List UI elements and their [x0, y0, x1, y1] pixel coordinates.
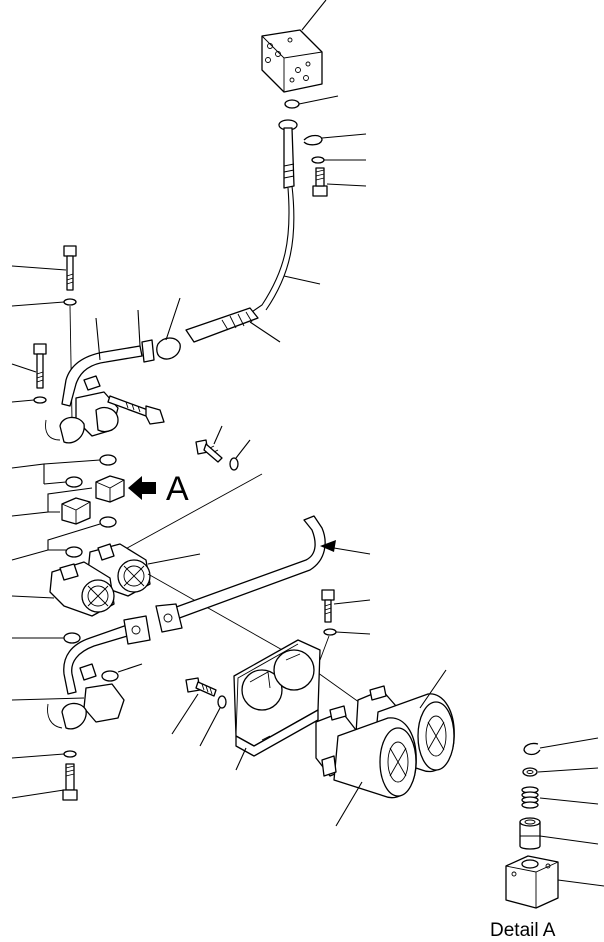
leader-line	[11, 595, 55, 599]
bracket-line	[11, 523, 101, 561]
pipe-flange	[155, 603, 183, 633]
leader-line	[11, 697, 85, 701]
leader-line	[537, 767, 599, 773]
leader-line	[11, 265, 67, 271]
bolt	[33, 343, 47, 389]
leader-line	[137, 309, 141, 347]
view-marker-letter: A	[166, 470, 189, 508]
leader-line	[539, 835, 599, 845]
leader-line	[11, 301, 65, 307]
guide-line	[319, 635, 330, 661]
o-ring	[99, 516, 117, 528]
washer-hole	[526, 770, 534, 774]
washer	[323, 628, 337, 636]
leader-line	[249, 321, 281, 343]
leader-line	[321, 133, 367, 139]
leader-line	[213, 425, 223, 445]
leader-line	[283, 275, 321, 285]
leader-line	[147, 553, 201, 565]
leader-line	[333, 599, 371, 605]
bolt	[107, 395, 165, 425]
washer	[217, 695, 227, 709]
leader-line	[539, 737, 599, 749]
spring	[521, 786, 539, 809]
washer	[522, 767, 538, 777]
leader-line	[11, 399, 35, 403]
leader-line	[165, 297, 181, 341]
leader-line	[11, 789, 65, 799]
o-ring	[99, 454, 117, 466]
bracket-line	[11, 487, 93, 517]
guide-line	[119, 473, 263, 553]
leader-line	[11, 363, 37, 373]
o-ring	[65, 476, 83, 488]
tube-flange	[141, 339, 155, 363]
tube-flange	[123, 615, 151, 645]
o-ring	[284, 99, 300, 109]
bolt	[62, 763, 78, 801]
solenoid-coil	[315, 705, 417, 799]
elbow-fitting	[45, 375, 119, 444]
leader-line	[199, 707, 221, 747]
washer	[229, 457, 239, 471]
leader-line	[335, 631, 371, 635]
o-ring	[63, 632, 81, 644]
leader-line	[95, 317, 101, 361]
leader-line	[301, 0, 327, 31]
hose	[239, 187, 290, 321]
o-ring	[101, 670, 119, 682]
elbow-fitting	[47, 663, 125, 730]
mounting-bracket	[233, 639, 321, 757]
hose-end-fitting	[278, 119, 298, 189]
solenoid-valve	[49, 561, 115, 617]
long-pipe	[167, 515, 326, 621]
spool	[519, 817, 541, 850]
o-ring	[156, 337, 181, 360]
bolt	[185, 677, 217, 697]
washer	[311, 156, 325, 164]
leader-line	[539, 797, 599, 805]
hose-sleeve	[185, 307, 259, 343]
leader-line	[335, 781, 363, 827]
adapter-block	[95, 475, 125, 503]
leader-line	[419, 669, 447, 709]
leader-line	[235, 439, 251, 459]
washer	[63, 750, 77, 758]
bolt	[63, 245, 77, 291]
leader-line	[171, 693, 199, 735]
arrow-left-icon	[320, 540, 336, 552]
bolt	[312, 167, 328, 197]
hose	[265, 185, 295, 311]
valve-body-detail	[505, 855, 559, 909]
bolt	[195, 439, 223, 463]
bolt	[321, 589, 335, 623]
arrow-left-icon	[128, 476, 156, 500]
leader-line	[298, 95, 339, 105]
washer	[33, 396, 47, 404]
valve-block-top	[261, 29, 323, 93]
o-ring	[65, 546, 83, 558]
guide-line	[147, 573, 301, 661]
leader-line	[557, 879, 604, 887]
adapter-block	[61, 497, 91, 525]
bent-tube	[61, 345, 143, 407]
leader-line	[11, 753, 65, 759]
snap-ring	[523, 742, 541, 756]
washer	[63, 298, 77, 306]
leader-line	[117, 663, 143, 673]
bracket-line	[11, 459, 101, 485]
detail-caption: Detail A	[490, 920, 556, 941]
leader-line	[235, 747, 247, 771]
leader-line	[326, 183, 367, 187]
snap-clip	[303, 134, 323, 146]
